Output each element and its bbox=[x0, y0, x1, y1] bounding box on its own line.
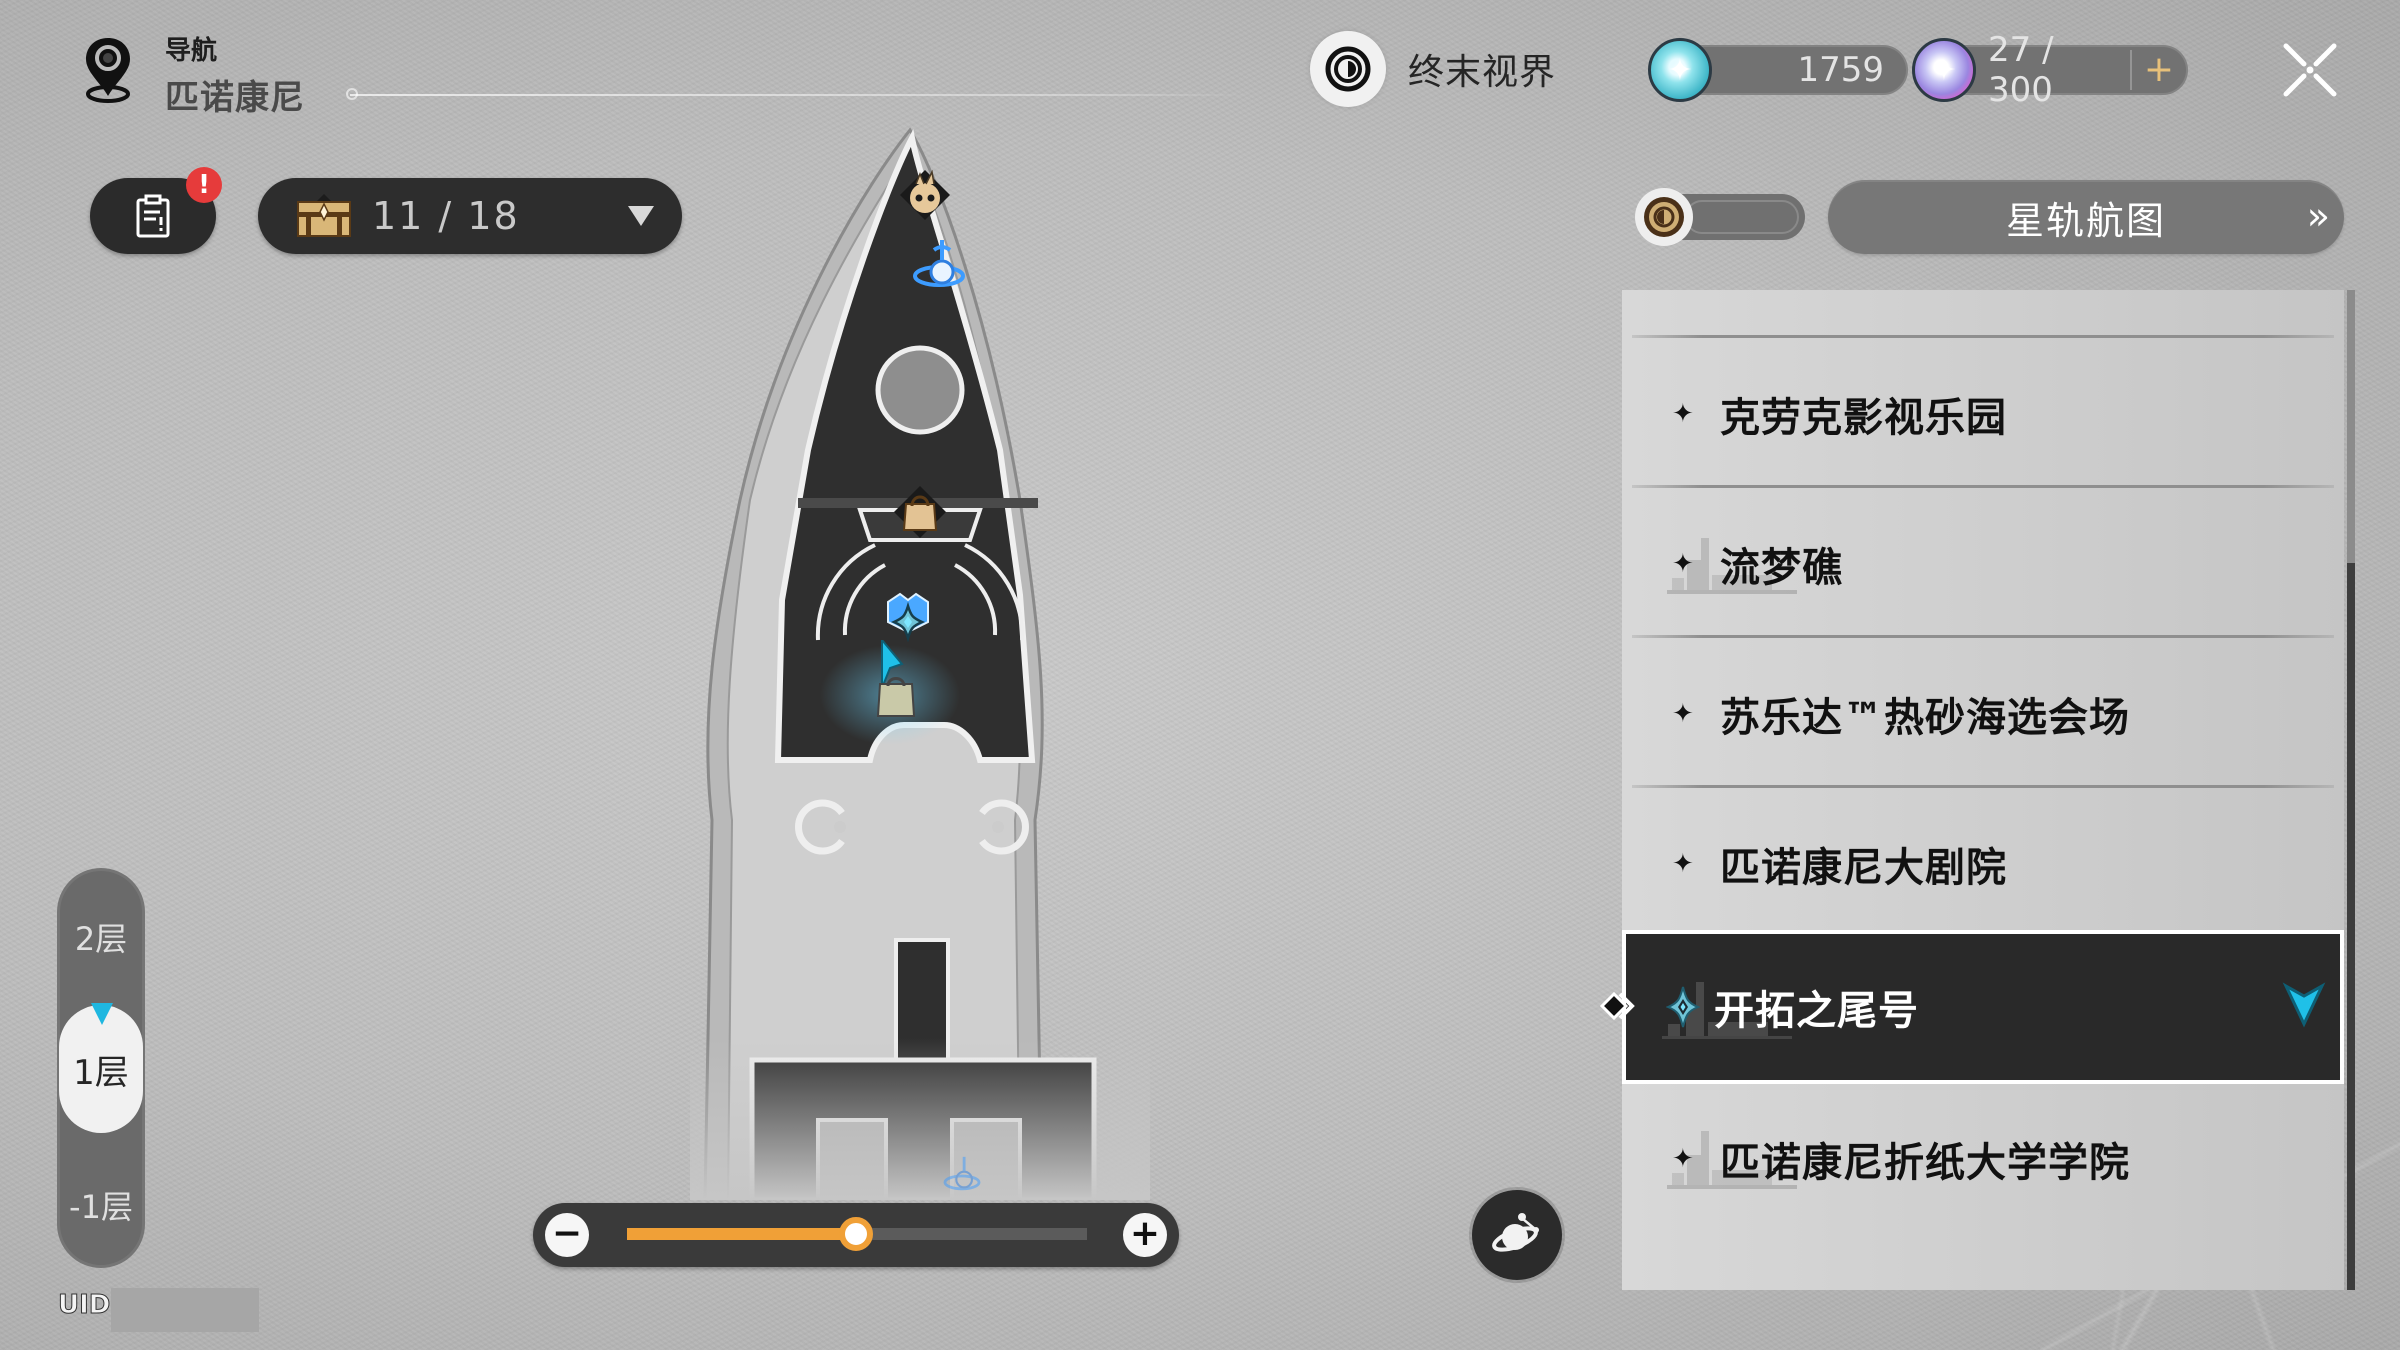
floor-option-1-selected[interactable]: 1层 bbox=[59, 1003, 143, 1133]
list-divider bbox=[1632, 785, 2334, 788]
space-anchor-icon bbox=[913, 240, 965, 287]
bullet-star-icon: ✦ bbox=[1672, 399, 1694, 429]
map-pin-icon bbox=[86, 38, 130, 103]
list-divider bbox=[1632, 485, 2334, 488]
nav-label: 导航 bbox=[165, 36, 218, 66]
double-chevron-right-icon: » bbox=[2306, 194, 2330, 238]
close-icon[interactable] bbox=[2278, 38, 2342, 102]
pom-pom-icon bbox=[900, 169, 950, 220]
location-item[interactable]: ✦ 匹诺康尼大剧院 bbox=[1622, 790, 2344, 938]
floor-option-2[interactable]: 2层 bbox=[74, 920, 128, 958]
clipboard-icon bbox=[136, 194, 170, 238]
floor-current-label: 1层 bbox=[73, 1052, 129, 1093]
endgame-icon bbox=[1310, 31, 1386, 107]
space-anchor-marker[interactable] bbox=[912, 236, 966, 302]
skyline-icon bbox=[1667, 538, 1797, 594]
star-rail-map-label: 星轨航图 bbox=[2005, 198, 2166, 243]
stellar-jade-value-pill: 1759 bbox=[1688, 45, 1908, 95]
endgame-label: 终末视界 bbox=[1408, 52, 1557, 93]
toggle-track bbox=[1675, 194, 1805, 240]
endgame-coin-icon bbox=[1644, 197, 1684, 237]
stellar-jade-counter: 1759 bbox=[1648, 38, 1908, 102]
mission-alert-badge: ! bbox=[186, 167, 222, 203]
treasure-chest-icon bbox=[296, 194, 352, 238]
zoom-slider[interactable] bbox=[627, 1217, 1087, 1251]
header-divider bbox=[350, 94, 1250, 96]
planet-icon bbox=[1492, 1213, 1539, 1252]
dropdown-caret-icon bbox=[628, 206, 654, 226]
list-divider bbox=[1632, 635, 2334, 638]
trailblaze-power-value: 27 / 300 bbox=[1988, 30, 2054, 110]
list-divider bbox=[1632, 335, 2334, 338]
uid-label: UID: bbox=[58, 1290, 122, 1321]
zoom-control: − + bbox=[533, 1203, 1179, 1267]
location-name: 开拓之尾号 bbox=[1714, 988, 1919, 1034]
trailblaze-power-value-pill: 27 / 300 + bbox=[1952, 30, 2188, 110]
treasure-count: 11 / 18 bbox=[372, 194, 520, 238]
stellar-jade-icon bbox=[1648, 38, 1712, 102]
player-marker bbox=[868, 637, 928, 724]
bullet-star-icon: ✦ bbox=[1672, 549, 1694, 579]
trailblaze-power-icon bbox=[1912, 38, 1976, 102]
endgame-toggle[interactable] bbox=[1635, 188, 1807, 246]
bullet-star-icon: ✦ bbox=[1672, 849, 1694, 879]
space-anchor-marker-faded[interactable] bbox=[940, 1154, 984, 1202]
location-item-selected[interactable]: 开拓之尾号 bbox=[1600, 930, 2344, 1084]
toggle-knob bbox=[1635, 188, 1693, 246]
location-name: 匹诺康尼大剧院 bbox=[1720, 845, 2007, 891]
world-switch-button[interactable] bbox=[1472, 1190, 1562, 1280]
add-power-button[interactable]: + bbox=[2129, 50, 2188, 90]
list-scrollbar-thumb[interactable] bbox=[2347, 563, 2355, 1290]
location-item[interactable]: ✦ 苏乐达™热砂海选会场 bbox=[1622, 640, 2344, 788]
location-name: 流梦礁 bbox=[1720, 545, 1843, 591]
uid-value-redacted bbox=[111, 1288, 259, 1332]
location-item[interactable]: ✦ 流梦礁 bbox=[1622, 490, 2344, 638]
player-arrow-icon bbox=[876, 637, 916, 717]
floor-selector[interactable]: 2层 1层 -1层 bbox=[57, 868, 145, 1268]
shop-marker[interactable] bbox=[892, 484, 948, 544]
skyline-icon bbox=[1667, 1131, 1797, 1189]
npc-marker[interactable] bbox=[898, 168, 952, 226]
location-name: 苏乐达™热砂海选会场 bbox=[1720, 695, 2130, 741]
trailblaze-mission-icon bbox=[887, 592, 929, 643]
location-list[interactable]: ✦ 克劳克影视乐园 ✦ 流梦礁 ✦ 苏乐达™热砂海选会场 ✦ 匹诺康尼大剧院 bbox=[1600, 290, 2344, 1290]
current-location: 匹诺康尼 bbox=[165, 78, 305, 118]
floor-option-b1[interactable]: -1层 bbox=[69, 1188, 133, 1226]
zoom-slider-fill bbox=[627, 1228, 856, 1240]
trailblaze-diamond-icon bbox=[1666, 986, 1700, 1028]
current-selection-arrow-icon bbox=[1600, 991, 1635, 1021]
location-name: 匹诺康尼折纸大学学院 bbox=[1720, 1140, 2130, 1186]
bullet-star-icon: ✦ bbox=[1672, 699, 1694, 729]
shopping-bag-icon bbox=[894, 486, 946, 538]
zoom-slider-knob[interactable] bbox=[839, 1217, 873, 1251]
zoom-out-button[interactable]: − bbox=[545, 1213, 589, 1257]
current-location-pin-icon bbox=[2282, 982, 2326, 1028]
stellar-jade-value: 1759 bbox=[1797, 50, 1884, 90]
location-item[interactable]: ✦ 克劳克影视乐园 bbox=[1622, 340, 2344, 488]
player-floor-indicator-icon bbox=[91, 1003, 113, 1025]
trailblaze-power-counter: 27 / 300 + bbox=[1912, 30, 2188, 110]
star-rail-map-button[interactable]: 星轨航图 » bbox=[1828, 180, 2344, 254]
mission-tracker-marker[interactable] bbox=[880, 588, 936, 656]
zoom-in-button[interactable]: + bbox=[1123, 1213, 1167, 1257]
treasure-dropdown[interactable]: 11 / 18 bbox=[258, 178, 682, 254]
location-name: 克劳克影视乐园 bbox=[1720, 395, 2007, 441]
endgame-button[interactable]: 终末视界 bbox=[1310, 30, 1556, 108]
location-item[interactable]: ✦ 匹诺康尼折纸大学学院 bbox=[1622, 1085, 2344, 1233]
map-canvas[interactable] bbox=[690, 120, 1150, 1200]
bullet-star-icon: ✦ bbox=[1672, 1144, 1694, 1174]
space-anchor-icon bbox=[943, 1156, 981, 1191]
